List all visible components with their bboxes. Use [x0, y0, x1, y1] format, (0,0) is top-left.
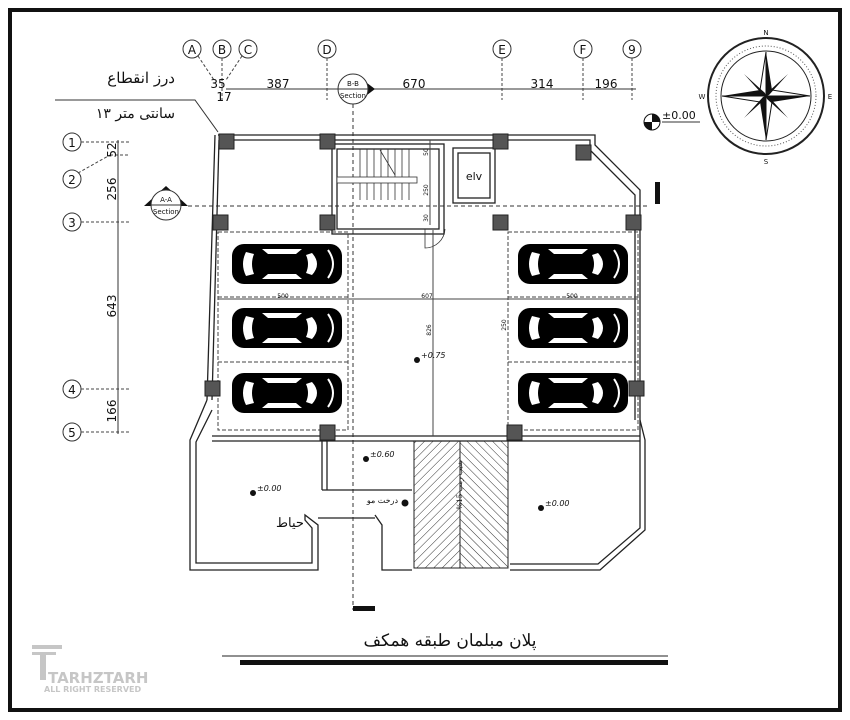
- svg-text:1: 1: [68, 136, 76, 150]
- svg-text:W: W: [699, 93, 706, 101]
- yard-label: حیاط: [276, 516, 304, 531]
- left-dimensions: 52 256 643 166: [105, 142, 119, 422]
- svg-text:B-B: B-B: [347, 80, 359, 88]
- level-marker-ramp-top: ±0.60: [363, 450, 395, 462]
- svg-text:F: F: [580, 43, 587, 57]
- expansion-joint-note: درز انقطاع ۱۳ سانتی متر: [55, 69, 219, 133]
- grid-row-1: 1: [62, 132, 82, 152]
- parking-bays: [217, 231, 639, 431]
- svg-text:50: 50: [423, 148, 430, 156]
- svg-text:5: 5: [68, 426, 76, 440]
- svg-text:643: 643: [105, 295, 119, 318]
- yard-outline: [189, 399, 646, 571]
- svg-text:±0.60: ±0.60: [370, 450, 395, 459]
- grid-col-g: 9: [622, 39, 642, 59]
- sheet-border: [8, 8, 842, 712]
- grid-row-4: 4: [62, 379, 82, 399]
- grid-col-a: A: [182, 39, 202, 59]
- svg-text:4: 4: [68, 383, 76, 397]
- svg-text:پلان مبلمان طبقه همکف: پلان مبلمان طبقه همکف: [363, 631, 536, 651]
- car-icon: [517, 372, 629, 414]
- car-icon: [231, 243, 343, 285]
- svg-text:256: 256: [105, 178, 119, 201]
- svg-text:250: 250: [423, 184, 430, 196]
- svg-text:196: 196: [595, 77, 618, 91]
- structural-columns: [204, 133, 645, 441]
- svg-text:500: 500: [277, 293, 289, 300]
- svg-text:E: E: [828, 93, 832, 101]
- svg-text:166: 166: [105, 400, 119, 423]
- svg-text:TARHZTARH: TARHZTARH: [48, 669, 148, 687]
- grid-columns: A B C D E F 9: [182, 39, 642, 100]
- svg-text:درخت مو: درخت مو: [366, 496, 399, 505]
- svg-text:2: 2: [68, 173, 76, 187]
- svg-text:314: 314: [531, 77, 554, 91]
- svg-text:35: 35: [210, 77, 225, 91]
- grid-rows: 1 2 3 4 5: [62, 132, 130, 442]
- svg-text:D: D: [322, 43, 331, 57]
- svg-text:17: 17: [216, 90, 231, 104]
- svg-text:۱۳ سانتی متر: ۱۳ سانتی متر: [96, 106, 175, 122]
- svg-text:Section: Section: [340, 92, 366, 100]
- svg-text:ALL RIGHT RESERVED: ALL RIGHT RESERVED: [44, 685, 141, 694]
- grid-row-5: 5: [62, 422, 82, 442]
- svg-text:670: 670: [403, 77, 426, 91]
- car-icon: [231, 307, 343, 349]
- svg-text:52: 52: [105, 142, 119, 157]
- grid-row-2: 2: [62, 169, 82, 189]
- section-marker-bb: B-B Section: [337, 73, 375, 611]
- inner-dimension-lines: [218, 140, 638, 436]
- tree-marker: درخت مو: [366, 496, 409, 507]
- car-icon: [517, 243, 629, 285]
- logo-tarhztarh: TARHZTARH ALL RIGHT RESERVED: [32, 645, 148, 694]
- svg-text:387: 387: [267, 77, 290, 91]
- section-marker-aa: A-A Section: [144, 182, 660, 221]
- grid-col-e: E: [492, 39, 512, 59]
- level-marker-yard-left: ±0.00: [250, 484, 282, 496]
- stairs: [336, 149, 446, 249]
- svg-text:N: N: [763, 29, 768, 37]
- level-marker-yard-right: ±0.00: [538, 499, 570, 511]
- svg-text:±0.00: ±0.00: [662, 109, 696, 122]
- level-marker-parking: +0.75: [414, 351, 446, 363]
- svg-text:607: 607: [421, 293, 433, 300]
- car-icon: [517, 307, 629, 349]
- grid-col-f: F: [573, 39, 593, 59]
- svg-text:S: S: [764, 158, 769, 166]
- svg-text:500: 500: [566, 293, 578, 300]
- svg-text:Section: Section: [153, 208, 179, 216]
- svg-text:+0.75: +0.75: [421, 351, 446, 360]
- grid-col-b: B: [212, 39, 232, 59]
- svg-text:±0.00: ±0.00: [257, 484, 282, 493]
- svg-text:%15 شیب رمپ: %15 شیب رمپ: [456, 460, 464, 509]
- svg-text:9: 9: [628, 43, 636, 57]
- grid-col-d: D: [317, 39, 337, 59]
- svg-text:250: 250: [501, 319, 508, 331]
- grid-row-3: 3: [62, 212, 82, 232]
- drawing-title: پلان مبلمان طبقه همکف: [222, 631, 668, 665]
- svg-text:A-A: A-A: [160, 196, 172, 204]
- svg-text:A: A: [188, 43, 197, 57]
- grid-col-c: C: [238, 39, 258, 59]
- svg-text:C: C: [244, 43, 252, 57]
- svg-text:E: E: [498, 43, 506, 57]
- svg-text:درز انقطاع: درز انقطاع: [107, 69, 175, 87]
- elevator-label: elv: [466, 170, 483, 183]
- north-arrow-compass: N E S W: [699, 29, 833, 166]
- svg-text:±0.00: ±0.00: [545, 499, 570, 508]
- svg-text:B: B: [218, 43, 226, 57]
- level-marker-entry: ±0.00: [643, 109, 700, 131]
- car-icon: [231, 372, 343, 414]
- top-dimensions: 35 17 387 670 314 196: [210, 77, 617, 104]
- inner-dimensions: 250 607 826 500 250 500 30 50: [277, 148, 578, 336]
- ramp: %15 شیب رمپ: [413, 440, 509, 569]
- svg-text:3: 3: [68, 216, 76, 230]
- svg-text:30: 30: [423, 214, 430, 222]
- svg-text:826: 826: [426, 324, 433, 336]
